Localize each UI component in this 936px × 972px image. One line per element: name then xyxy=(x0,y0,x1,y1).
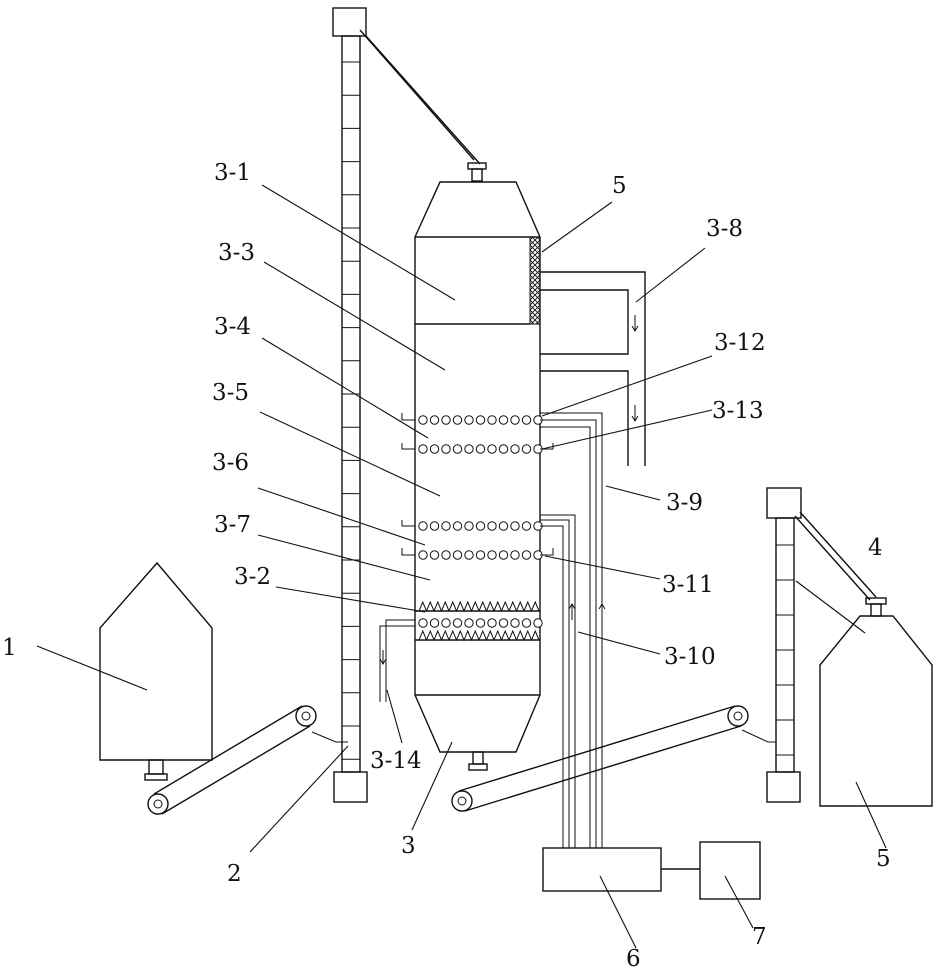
label-3-14: 3-14 xyxy=(370,748,422,774)
label-3-9: 3-9 xyxy=(666,490,703,516)
label-3-12: 3-12 xyxy=(714,330,766,356)
heat-tube xyxy=(511,445,519,453)
heat-tube xyxy=(476,522,484,530)
heat-tube xyxy=(488,551,496,559)
raw-material-hopper xyxy=(100,563,212,780)
label-3: 3 xyxy=(401,833,416,859)
tube-end-brackets xyxy=(402,413,553,555)
heat-tube xyxy=(419,619,427,627)
sawtooth-distributor-upper xyxy=(419,602,539,611)
heat-tube xyxy=(476,445,484,453)
leader-lines xyxy=(37,185,886,948)
heat-tube xyxy=(522,551,530,559)
label-1: 1 xyxy=(2,635,17,661)
heat-tube xyxy=(442,416,450,424)
heat-tube xyxy=(476,551,484,559)
heat-tube xyxy=(465,522,473,530)
heat-tube xyxy=(488,522,496,530)
heat-tube xyxy=(511,522,519,530)
label-3-6: 3-6 xyxy=(212,450,249,476)
label-7: 7 xyxy=(752,924,767,950)
heat-tube xyxy=(419,416,427,424)
heat-tube xyxy=(442,551,450,559)
heat-tube xyxy=(499,522,507,530)
heat-tube xyxy=(534,619,542,627)
heat-tube xyxy=(511,619,519,627)
heat-tube xyxy=(430,522,438,530)
sawtooth-distributor-lower xyxy=(419,631,539,640)
label-3-13: 3-13 xyxy=(712,398,764,424)
label-3-10: 3-10 xyxy=(664,644,716,670)
heat-tube xyxy=(465,445,473,453)
power-unit-7 xyxy=(700,842,760,899)
heat-tube xyxy=(522,522,530,530)
heating-pipes xyxy=(540,413,605,848)
heat-tube xyxy=(522,619,530,627)
heat-tube xyxy=(453,551,461,559)
heat-tube xyxy=(465,416,473,424)
heat-tube xyxy=(465,619,473,627)
tube-row-3-6-lower xyxy=(419,551,542,559)
tube-row-3-6-upper xyxy=(419,522,542,530)
heater-unit-6 xyxy=(543,848,661,891)
heat-tube xyxy=(453,445,461,453)
inlet-pipe-3-14 xyxy=(380,620,415,702)
heat-tube xyxy=(476,416,484,424)
heat-tube xyxy=(430,619,438,627)
heat-tube xyxy=(499,619,507,627)
label-4: 4 xyxy=(868,535,883,561)
heat-tube xyxy=(522,445,530,453)
heat-tube xyxy=(511,551,519,559)
bucket-elevator-right xyxy=(767,488,876,802)
heat-tube xyxy=(453,416,461,424)
sawtooth-teeth xyxy=(419,602,539,611)
heat-tube xyxy=(453,619,461,627)
label-3-1: 3-1 xyxy=(214,160,251,186)
heat-tube xyxy=(499,445,507,453)
label-3-5: 3-5 xyxy=(212,380,249,406)
callout-labels: 1 2 3 4 5 5 6 7 3-1 3-2 3-3 3-4 3-5 3-6 … xyxy=(2,160,891,972)
heat-tube xyxy=(430,551,438,559)
label-3-3: 3-3 xyxy=(218,240,255,266)
label-5-bottom: 5 xyxy=(876,846,891,872)
heat-tube xyxy=(511,416,519,424)
heat-tube xyxy=(430,416,438,424)
drying-tower xyxy=(415,163,540,770)
heat-tube xyxy=(499,416,507,424)
sawtooth-teeth xyxy=(419,631,539,640)
heat-tube xyxy=(442,619,450,627)
heat-tube xyxy=(476,619,484,627)
bucket-elevator-left xyxy=(333,8,480,802)
heat-tube xyxy=(442,522,450,530)
heat-tube xyxy=(465,551,473,559)
heat-tube xyxy=(430,445,438,453)
heat-tube xyxy=(419,445,427,453)
tube-row-3-2 xyxy=(419,619,542,627)
label-3-11: 3-11 xyxy=(662,572,714,598)
heat-tube xyxy=(442,445,450,453)
label-3-2: 3-2 xyxy=(234,564,271,590)
label-6: 6 xyxy=(626,946,641,972)
heat-tube xyxy=(522,416,530,424)
label-3-8: 3-8 xyxy=(706,216,743,242)
heat-tube xyxy=(499,551,507,559)
heat-tube xyxy=(419,522,427,530)
heat-tube xyxy=(488,619,496,627)
tube-row-3-4-lower xyxy=(419,445,542,453)
label-3-7: 3-7 xyxy=(214,512,251,538)
label-5-top: 5 xyxy=(612,173,627,199)
label-2: 2 xyxy=(227,861,242,887)
right-belt-conveyor xyxy=(452,706,776,811)
heat-tube xyxy=(453,522,461,530)
heat-tube xyxy=(488,445,496,453)
heat-tube xyxy=(488,416,496,424)
product-storage-bin xyxy=(820,598,932,806)
tube-row-3-4-upper xyxy=(419,416,542,424)
heat-tube xyxy=(419,551,427,559)
label-3-4: 3-4 xyxy=(214,314,251,340)
